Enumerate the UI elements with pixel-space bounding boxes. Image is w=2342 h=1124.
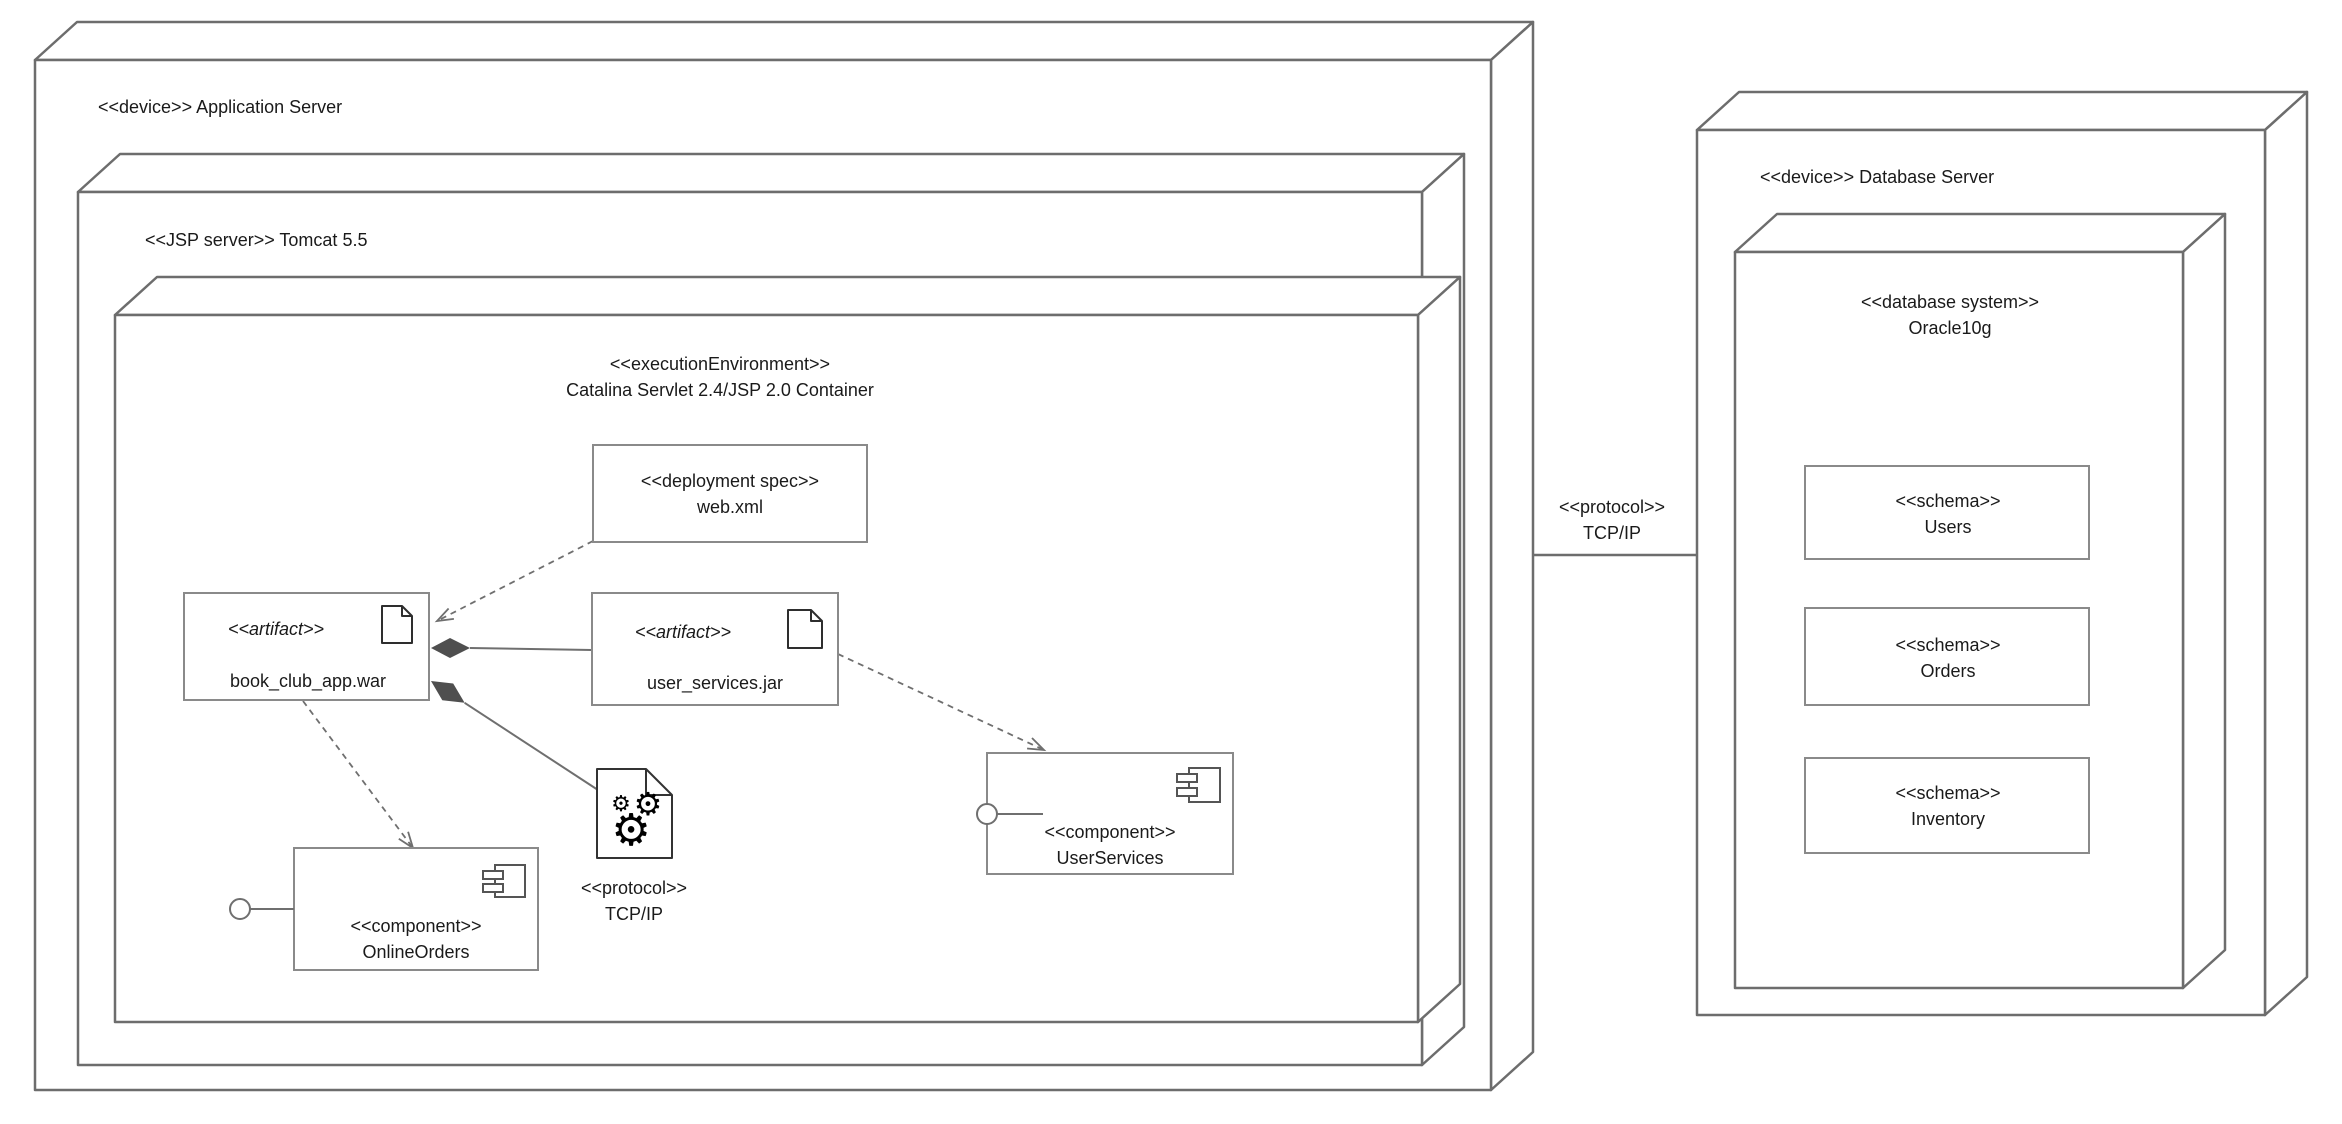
composition-protocol-to-war — [431, 681, 599, 791]
protocol-artifact-name: TCP/IP — [604, 904, 663, 924]
oracle-stereotype: <<database system>> — [1860, 292, 2040, 312]
svg-text:⚙: ⚙ — [634, 785, 663, 823]
oracle-name: Oracle10g — [1908, 318, 1992, 338]
protocol-artifact-stereotype: <<protocol>> — [580, 878, 688, 898]
dependency-webxml-to-war — [434, 540, 594, 623]
jar-name: user_services.jar — [646, 673, 784, 693]
database-server-label: <<device>> Database Server — [1760, 167, 1995, 187]
webxml-stereotype: <<deployment spec>> — [640, 471, 820, 491]
webxml-label: <<deployment spec>> web.xml — [641, 468, 819, 520]
open-arrowhead — [1027, 737, 1047, 752]
webxml-box — [592, 444, 868, 543]
schema-orders-box — [1804, 607, 2090, 706]
online-orders-label: <<component>> OnlineOrders — [350, 913, 481, 965]
component-icon — [482, 864, 526, 898]
database-server-top-face — [1695, 90, 2309, 132]
war-stereotype: <<artifact>> — [227, 619, 325, 639]
execution-environment-stereotype: <<executionEnvironment>> — [609, 354, 831, 374]
war-name: book_club_app.war — [229, 671, 387, 691]
open-arrowhead — [434, 607, 455, 623]
document-icon — [381, 605, 413, 644]
lollipop-interface-icon — [976, 803, 998, 825]
lollipop-interface-icon — [229, 898, 251, 920]
user-services-name: UserServices — [1056, 848, 1164, 868]
dependency-jar-to-userservices — [837, 653, 1047, 752]
webxml-name: web.xml — [696, 497, 764, 517]
execution-environment-label: <<executionEnvironment>> Catalina Servle… — [566, 351, 874, 403]
composition-diamond — [431, 638, 470, 658]
application-server-top-face — [33, 20, 1535, 62]
user-services-stereotype: <<component>> — [1044, 822, 1176, 842]
protocol-artifact-label: <<protocol>> TCP/IP — [581, 875, 687, 927]
execution-environment-top-face — [113, 275, 1462, 317]
composition-diamond — [431, 681, 465, 703]
gears-icon: ⚙ ⚙ ⚙ — [611, 785, 662, 856]
schema-users-box — [1804, 465, 2090, 560]
online-orders-interface — [229, 898, 294, 920]
online-orders-stereotype: <<component>> — [350, 916, 482, 936]
tomcat-label: <<JSP server>> Tomcat 5.5 — [145, 230, 368, 250]
svg-text:⚙: ⚙ — [611, 805, 650, 856]
schema-name: Users — [1924, 517, 1972, 537]
application-server-right-face — [1489, 20, 1535, 1092]
composition-jar-to-war — [431, 638, 593, 658]
tcpip-link-label: <<protocol>> TCP/IP — [1559, 494, 1665, 546]
user-services-label: <<component>> UserServices — [1044, 819, 1175, 871]
execution-environment-right-face — [1416, 275, 1462, 1024]
user-services-interface — [976, 803, 1043, 825]
schema-stereotype: <<schema>> — [1895, 491, 2001, 511]
document-icon — [787, 609, 823, 649]
application-server-label: <<device>> Application Server — [98, 97, 343, 117]
protocol-document-icon — [596, 768, 673, 859]
schema-name: Inventory — [1910, 809, 1986, 829]
svg-text:⚙: ⚙ — [611, 792, 631, 817]
oracle-top-face — [1733, 212, 2227, 254]
schema-name: Orders — [1920, 661, 1976, 681]
tcpip-link-name: TCP/IP — [1582, 523, 1641, 543]
schema-orders-label: <<schema>> Orders — [1895, 632, 2000, 684]
oracle-label: <<database system>> Oracle10g — [1861, 289, 2039, 341]
schema-stereotype: <<schema>> — [1895, 635, 2001, 655]
schema-stereotype: <<schema>> — [1895, 783, 2001, 803]
online-orders-name: OnlineOrders — [362, 942, 470, 962]
tomcat-top-face — [76, 152, 1466, 194]
execution-environment-name: Catalina Servlet 2.4/JSP 2.0 Container — [566, 380, 874, 400]
component-icon — [1176, 767, 1221, 803]
schema-inventory-label: <<schema>> Inventory — [1895, 780, 2000, 832]
tcpip-link-stereotype: <<protocol>> — [1558, 497, 1666, 517]
jar-stereotype: <<artifact>> — [634, 622, 732, 642]
oracle-right-face — [2181, 212, 2227, 990]
schema-inventory-box — [1804, 757, 2090, 854]
schema-users-label: <<schema>> Users — [1895, 488, 2000, 540]
database-server-right-face — [2263, 90, 2309, 1017]
